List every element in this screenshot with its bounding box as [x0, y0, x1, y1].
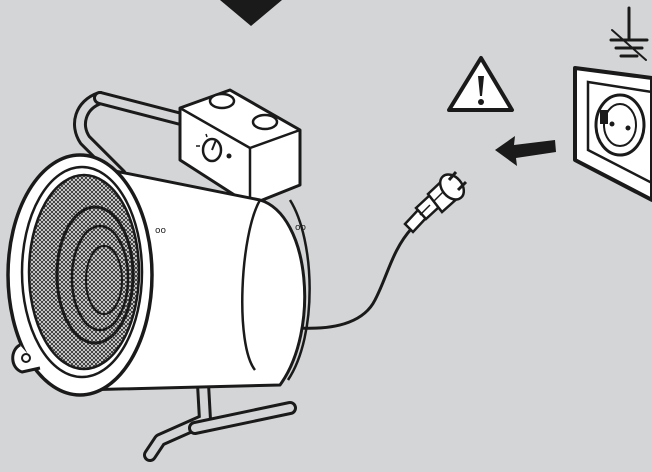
svg-text:oo: oo: [295, 223, 307, 233]
svg-text:oo: oo: [155, 226, 167, 236]
step-marker-arrow-icon: [220, 0, 282, 26]
warning-triangle-icon: [449, 58, 512, 110]
plug-icon: [405, 170, 469, 232]
wall-socket-icon: [575, 68, 652, 200]
heater-icon: oo oo: [8, 90, 310, 455]
unplug-arrow-icon: [495, 136, 556, 166]
power-cable-icon: [300, 228, 412, 328]
earth-ground-icon: [611, 8, 647, 60]
